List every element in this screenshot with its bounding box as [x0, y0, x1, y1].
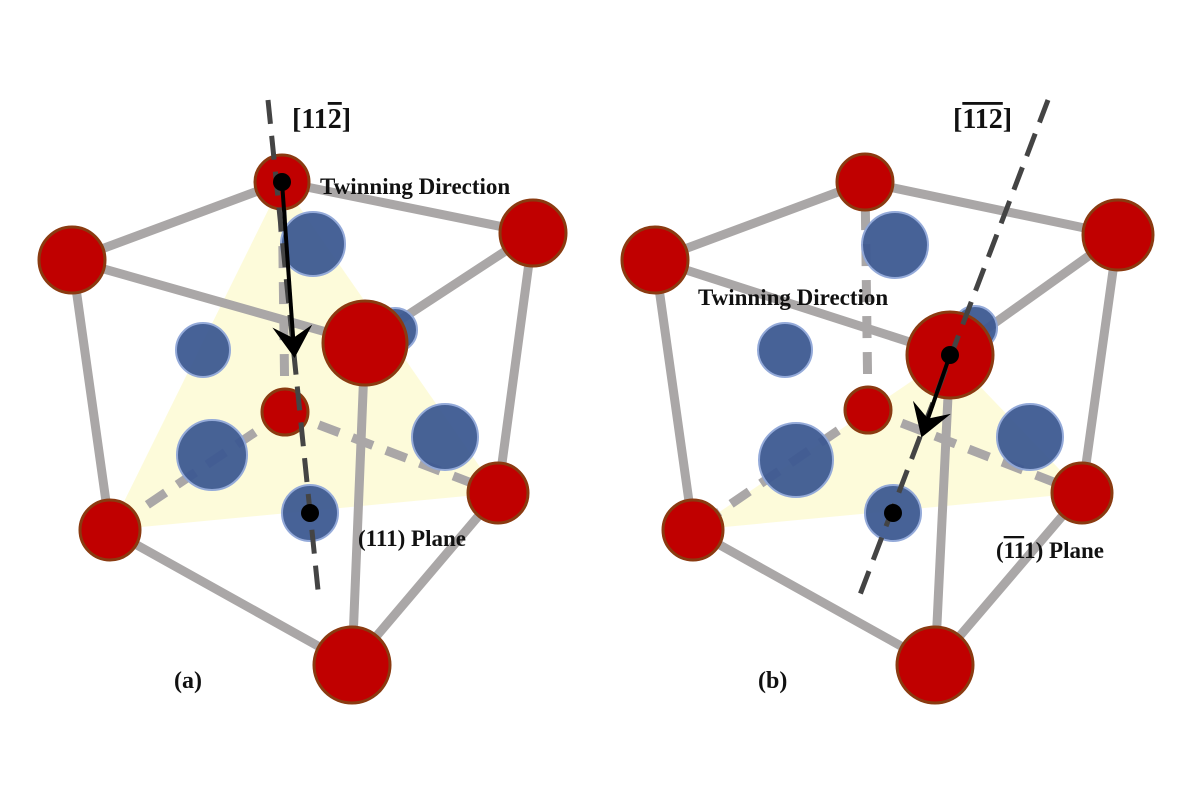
axis-dot: [301, 504, 319, 522]
panel-b: [112] Twinning Direction (111) Plane (b): [620, 99, 1155, 705]
twinning-arrow: [272, 181, 313, 358]
axis-dot: [884, 504, 902, 522]
direction-label: [112]: [292, 104, 351, 135]
twinning-arrow: [912, 354, 952, 438]
bonds: [650, 177, 1123, 670]
panel-caption: (a): [174, 668, 202, 694]
panel-caption: (b): [758, 668, 787, 694]
axis-dot: [273, 173, 291, 191]
plane-label: (111) Plane: [358, 526, 466, 551]
direction-label: [112]: [953, 104, 1012, 135]
corner-atoms: [37, 153, 568, 705]
panel-a: [112] Twinning Direction (111) Plane (a): [37, 99, 568, 705]
plane-label: (111) Plane: [996, 538, 1104, 563]
bonds: [67, 177, 538, 670]
twinning-direction-label: Twinning Direction: [698, 285, 888, 310]
axis-dot: [941, 346, 959, 364]
twinning-direction-label: Twinning Direction: [320, 174, 510, 199]
